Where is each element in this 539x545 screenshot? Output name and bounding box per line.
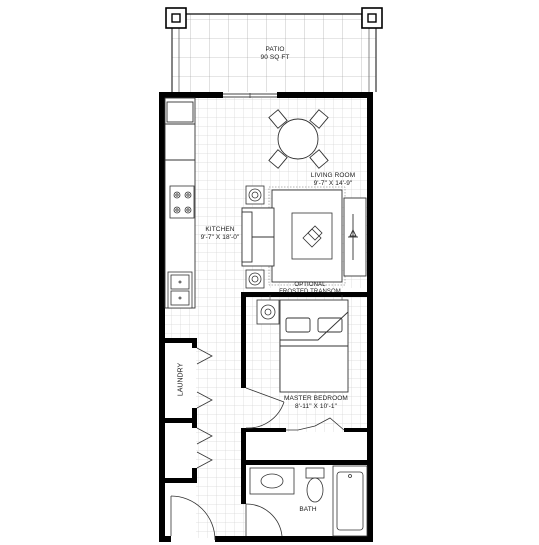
coffee-table <box>291 212 333 260</box>
room-name-bedroom: MASTER BEDROOM <box>284 395 348 402</box>
room-label-kitchen: KITCHEN 9'-7" X 18'-0" <box>190 226 250 242</box>
room-label-bath: BATH <box>288 506 328 514</box>
room-name-bath: BATH <box>299 506 317 513</box>
room-label-laundry: LAUNDRY <box>177 362 185 397</box>
bath-fixtures <box>249 465 368 537</box>
room-name-patio: PATIO <box>265 46 285 53</box>
exterior-walls <box>159 92 373 542</box>
room-name-transom: OPTIONAL <box>294 282 326 288</box>
room-size-transom: FROSTED TRANSOM <box>279 289 341 295</box>
room-label-living: LIVING ROOM 9'-7" X 14'-9" <box>296 172 370 188</box>
room-name-kitchen: KITCHEN <box>205 226 235 233</box>
room-size-patio: 90 SQ FT <box>260 54 290 61</box>
room-size-bedroom: 8'-11" X 10'-1" <box>294 403 338 410</box>
room-size-living: 9'-7" X 14'-9" <box>313 180 353 187</box>
cooktop <box>169 185 195 219</box>
media-console <box>343 197 367 277</box>
doors <box>170 347 345 541</box>
patio-area <box>165 7 383 92</box>
nightstand <box>256 299 280 325</box>
dining-table <box>268 109 329 169</box>
room-name-living: LIVING ROOM <box>310 172 356 179</box>
room-label-patio: PATIO 90 SQ FT <box>230 46 320 62</box>
sofa <box>241 207 275 267</box>
bed <box>279 299 349 393</box>
end-tables <box>245 185 265 289</box>
room-size-kitchen: 9'-7" X 18'-0" <box>200 234 240 241</box>
patio-sliding-door <box>223 93 277 98</box>
kitchen-sink <box>167 271 193 309</box>
interior-walls <box>165 292 367 504</box>
room-label-bedroom: MASTER BEDROOM 8'-11" X 10'-1" <box>276 395 356 411</box>
room-label-transom: OPTIONAL FROSTED TRANSOM <box>270 282 350 296</box>
